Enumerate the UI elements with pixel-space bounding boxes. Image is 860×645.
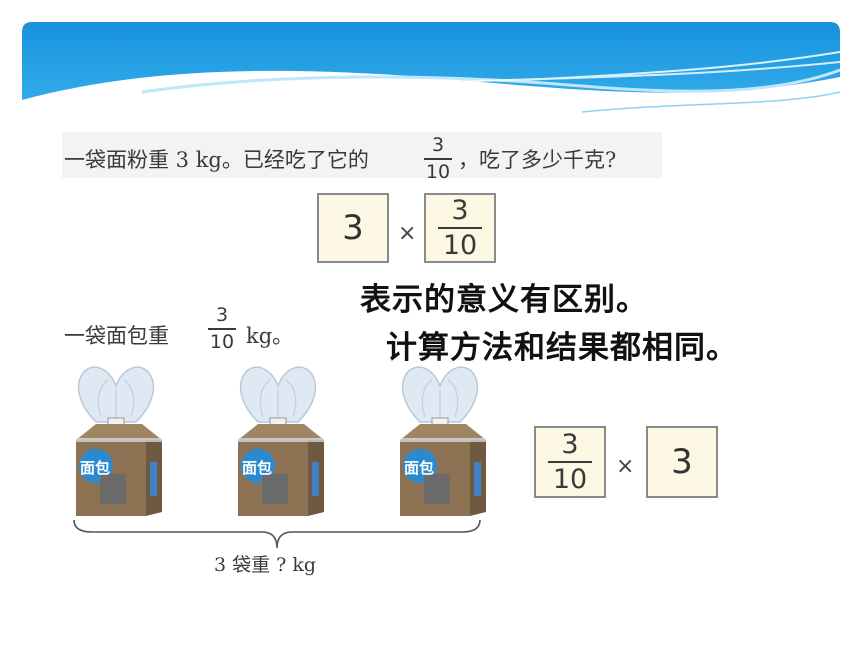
expression-2-left-box: 3 10 <box>534 426 606 498</box>
fraction-denominator: 10 <box>552 464 588 495</box>
expression-1-times-sign: × <box>398 221 417 246</box>
bread-bag-icon: 面包 <box>390 362 490 522</box>
bag-label: 面包 <box>242 459 273 477</box>
expression-1-fraction: 3 10 <box>438 197 482 259</box>
grouping-brace <box>73 519 481 549</box>
bag-label: 面包 <box>404 459 435 477</box>
expression-2-right-value: 3 <box>671 442 693 482</box>
statement-meaning-differs: 表示的意义有区别。 <box>360 282 648 318</box>
fraction-numerator: 3 <box>431 134 445 156</box>
question-1-text-after: ，吃了多少千克? <box>458 148 617 172</box>
expression-1-right-box: 3 10 <box>424 193 496 263</box>
brace-label: 3 袋重 ? kg <box>214 554 317 576</box>
question-2-fraction: 3 10 <box>208 306 236 352</box>
fraction-bar <box>208 328 236 330</box>
bread-bag-icon: 面包 <box>66 362 166 522</box>
fraction-denominator: 10 <box>442 230 478 261</box>
bag-label: 面包 <box>80 459 111 477</box>
expression-2-right-box: 3 <box>646 426 718 498</box>
expression-2-fraction: 3 10 <box>548 431 592 493</box>
question-1-fraction: 3 10 <box>424 136 452 182</box>
fraction-numerator: 3 <box>215 304 229 326</box>
fraction-bar <box>548 461 592 463</box>
question-1-text-before: 一袋面粉重 3 kg。已经吃了它的 <box>64 148 369 172</box>
question-1: 一袋面粉重 3 kg。已经吃了它的 3 10 ，吃了多少千克? <box>62 132 662 182</box>
question-2-text-after: kg。 <box>246 324 294 348</box>
statement-method-same: 计算方法和结果都相同。 <box>386 330 738 366</box>
fraction-denominator: 10 <box>209 331 235 353</box>
expression-2-times-sign: × <box>616 454 635 479</box>
bread-bag-icon: 面包 <box>228 362 328 522</box>
header-wave-banner <box>22 22 840 132</box>
fraction-bar <box>424 158 452 160</box>
fraction-denominator: 10 <box>425 161 451 183</box>
fraction-numerator: 3 <box>561 429 579 460</box>
fraction-numerator: 3 <box>451 195 469 226</box>
question-2-text-before: 一袋面包重 <box>64 324 169 348</box>
question-2: 一袋面包重 3 10 kg。 <box>62 306 322 356</box>
expression-1-left-value: 3 <box>342 208 364 248</box>
expression-1-left-box: 3 <box>317 193 389 263</box>
fraction-bar <box>438 227 482 229</box>
